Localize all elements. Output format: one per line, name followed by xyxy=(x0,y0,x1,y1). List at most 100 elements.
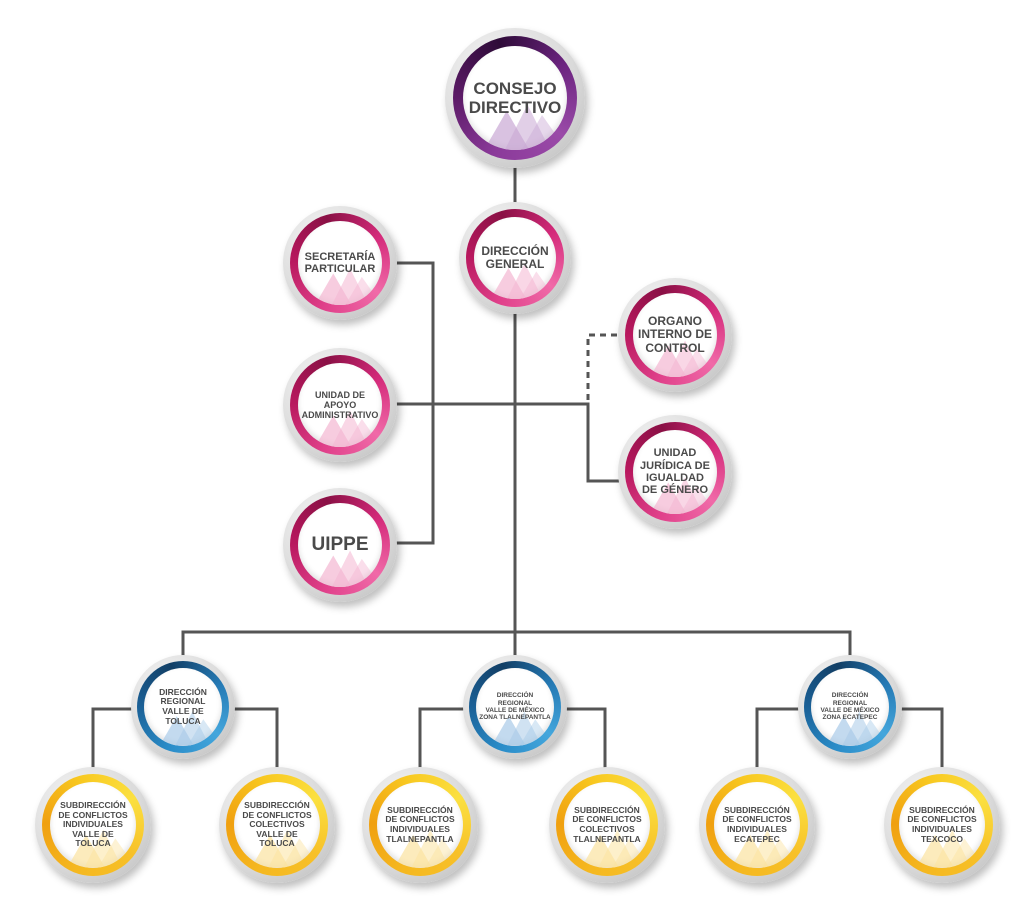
mountain-peak xyxy=(519,271,556,299)
node-label-line: DE CONFLICTOS xyxy=(58,809,128,820)
node-label-line: TOLUCA xyxy=(165,715,201,726)
mountain-logo-icon xyxy=(491,711,554,746)
mountain-peak xyxy=(748,830,787,868)
node-label-line: SUBDIRECCIÓN xyxy=(574,804,640,815)
connector-toluca-subs-right xyxy=(231,707,279,774)
node-face xyxy=(811,668,889,746)
node-face xyxy=(714,782,800,868)
node-label-line: DE CONFLICTOS xyxy=(907,814,977,825)
node-label-line: SUBDIRECCIÓN xyxy=(60,800,126,811)
mountain-logo-icon xyxy=(251,830,320,868)
node-label-line: SUBDIRECCIÓN xyxy=(387,804,453,815)
node-label: UIPPE xyxy=(283,488,397,602)
mountain-peak xyxy=(98,838,136,868)
node-face xyxy=(234,782,320,868)
node-face xyxy=(298,363,382,447)
mountain-peak xyxy=(947,838,985,868)
connector-tlalnepantla-subs-right xyxy=(563,707,607,774)
node-label-line: INDIVIDUALES xyxy=(390,824,450,834)
node-face xyxy=(298,503,382,587)
node-label-line: INDIVIDUALES xyxy=(63,819,123,830)
node-label-line: TLALNEPANTLA xyxy=(573,833,641,844)
connector-unidad-juridica xyxy=(586,402,624,483)
mountain-logo-icon xyxy=(490,262,556,299)
node-face xyxy=(474,217,556,299)
mountain-logo-icon xyxy=(731,830,800,868)
connector-ecatepec-subs-right xyxy=(898,707,944,774)
node-label-line: GENERAL xyxy=(485,257,545,271)
mountain-peak xyxy=(762,838,800,868)
node-label-line: TEXCOCO xyxy=(920,833,963,844)
node-label-line: UIPPE xyxy=(311,534,369,556)
node-face xyxy=(899,782,985,868)
mountain-peak xyxy=(854,719,889,746)
node-label-line: TOLUCA xyxy=(75,838,111,849)
node-label-line: DE CONFLICTOS xyxy=(572,814,642,825)
mountain-logo-icon xyxy=(483,104,567,150)
node-label-line: COLECTIVOS xyxy=(579,824,635,834)
node-label-line: VALLE DE xyxy=(162,706,204,716)
node-label-line: APOYO xyxy=(323,399,357,410)
node-label-line: PARTICULAR xyxy=(304,263,376,275)
mountain-peak xyxy=(507,711,542,746)
node-label-line: REGIONAL xyxy=(832,699,868,707)
node-face xyxy=(633,430,717,514)
node-label-line: JURÍDICA DE xyxy=(640,459,710,472)
mountain-peak xyxy=(506,262,543,299)
mountain-peak xyxy=(175,711,210,746)
connector-toluca-subs xyxy=(91,707,135,774)
node-face xyxy=(144,668,222,746)
node-label-line: INTERNO DE xyxy=(637,327,712,342)
mountain-peak xyxy=(598,830,637,868)
mountain-peak xyxy=(425,838,463,868)
node-label-line: DIRECCIÓN xyxy=(831,692,869,700)
node-label-line: TLALNEPANTLA xyxy=(386,833,454,844)
mountain-peak xyxy=(345,276,382,305)
mountain-logo-icon xyxy=(159,711,222,746)
node-label-line: REGIONAL xyxy=(497,699,533,707)
node-label-line: IGUALDAD xyxy=(645,472,705,484)
node-label-line: VALLE DE MÉXICO xyxy=(820,707,880,714)
mountain-peak xyxy=(612,838,650,868)
node-label-line: ADMINISTRATIVO xyxy=(301,410,379,421)
node-face xyxy=(298,221,382,305)
mountain-peak xyxy=(187,719,222,746)
node-face xyxy=(50,782,136,868)
mountain-peak xyxy=(933,830,972,868)
mountain-logo-icon xyxy=(649,477,717,514)
node-label-line: TOLUCA xyxy=(259,838,295,849)
mountain-logo-icon xyxy=(314,268,382,305)
mountain-peak xyxy=(411,830,450,868)
mountain-logo-icon xyxy=(649,340,717,377)
